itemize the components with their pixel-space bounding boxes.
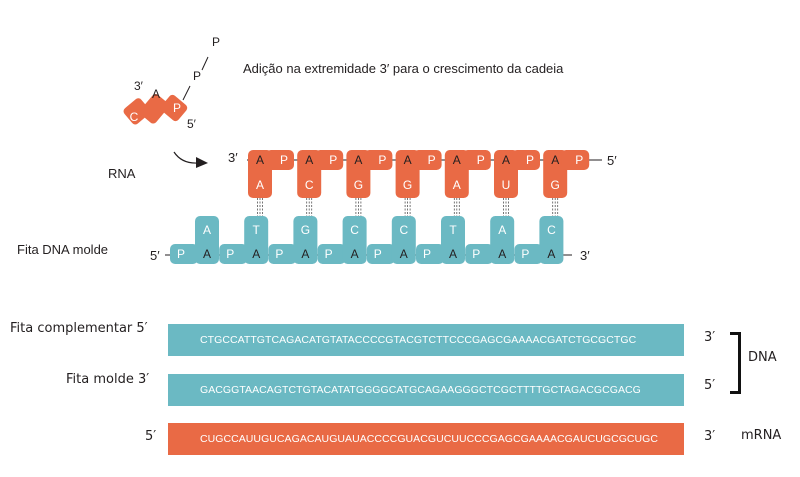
- rna-backbone-a: A: [305, 153, 313, 167]
- template-label: Fita DNA molde: [17, 242, 108, 257]
- template-backbone-p: P: [325, 247, 333, 261]
- rna-nucleotide: A P G: [543, 150, 590, 198]
- mrna-sequence: CUGCCAUUGUCAGACAUGUAUACCCCGUACGUCUUCCCGA…: [168, 423, 684, 455]
- rna-backbone-p: P: [428, 153, 436, 167]
- rna-end-5: 5′: [607, 153, 617, 168]
- template-end-5: 5′: [150, 248, 160, 263]
- template-backbone-p: P: [226, 247, 234, 261]
- rna-nucleotide: A P A: [248, 150, 294, 198]
- rna-backbone-p: P: [329, 153, 337, 167]
- free-p-2: P: [193, 69, 201, 83]
- template-backbone-p: P: [472, 247, 480, 261]
- template-backbone-p: P: [374, 247, 382, 261]
- dna-bracket: [730, 332, 741, 394]
- rna-nucleotide: A P C: [297, 150, 344, 198]
- free-end-3: 3′: [134, 79, 144, 93]
- template-base: T: [253, 223, 261, 237]
- template-backbone-p: P: [423, 247, 431, 261]
- rna-backbone-a: A: [354, 153, 362, 167]
- template-base: T: [449, 223, 457, 237]
- template-base: C: [350, 223, 359, 237]
- template-strand-end: 5′: [704, 378, 716, 393]
- template-backbone-p: P: [275, 247, 283, 261]
- template-base: C: [547, 223, 556, 237]
- rna-backbone-p: P: [378, 153, 386, 167]
- complementary-strand-sequence: CTGCCATTGTCAGACATGTATACCCCGTACGTCTTCCCGA…: [168, 324, 684, 356]
- rna-base: A: [256, 178, 264, 192]
- mrna-label: mRNA: [741, 428, 782, 443]
- template-nucleotide: P AC: [514, 216, 564, 264]
- rna-backbone-p: P: [526, 153, 534, 167]
- template-nucleotide: P AA: [465, 216, 515, 264]
- rna-nucleotide: A P G: [395, 150, 442, 198]
- rna-backbone-a: A: [551, 153, 559, 167]
- free-nucleotide: C A P P P 3′ 5′: [123, 35, 220, 131]
- template-backbone-a: A: [547, 247, 555, 261]
- template-nucleotide: P AC: [366, 216, 416, 264]
- rna-backbone-p: P: [477, 153, 485, 167]
- rna-base: G: [551, 178, 560, 192]
- template-backbone-a: A: [252, 247, 260, 261]
- rna-label: RNA: [108, 166, 136, 181]
- rna-base: A: [453, 178, 461, 192]
- template-backbone-a: A: [400, 247, 408, 261]
- template-nucleotide: P AT: [219, 216, 269, 264]
- template-backbone-a: A: [351, 247, 359, 261]
- rna-base: C: [305, 178, 314, 192]
- template-strand-label: Fita molde 3′: [66, 372, 150, 387]
- free-base-a: A: [152, 87, 160, 101]
- rna-end-3: 3′: [228, 150, 238, 165]
- rna-backbone-a: A: [502, 153, 510, 167]
- transcription-diagram: C A P P P 3′ 5′ Adição na extremidade 3′…: [17, 35, 617, 264]
- complementary-strand-label: Fita complementar 5′: [10, 321, 148, 336]
- mrna-start: 5′: [145, 429, 157, 444]
- template-nucleotide: P AC: [317, 216, 367, 264]
- hydrogen-bonds: [257, 198, 559, 218]
- template-backbone-a: A: [203, 247, 211, 261]
- arrow-icon: [173, 151, 208, 168]
- complementary-strand-end: 3′: [704, 330, 716, 345]
- rna-backbone-a: A: [453, 153, 461, 167]
- mrna-end: 3′: [704, 429, 716, 444]
- template-base: C: [399, 223, 408, 237]
- template-backbone-a: A: [301, 247, 309, 261]
- template-nucleotide: P AG: [268, 216, 318, 264]
- rna-backbone-a: A: [404, 153, 412, 167]
- template-base: A: [203, 223, 211, 237]
- template-backbone-a: A: [449, 247, 457, 261]
- rna-base: G: [403, 178, 412, 192]
- free-base-c: C: [130, 110, 139, 124]
- free-p-3: P: [212, 35, 220, 49]
- template-end-3: 3′: [580, 248, 590, 263]
- template-backbone-p: P: [521, 247, 529, 261]
- rna-nucleotide: A P A: [444, 150, 491, 198]
- rna-base: U: [502, 178, 511, 192]
- template-base: G: [301, 223, 310, 237]
- rna-backbone-p: P: [280, 153, 288, 167]
- caption: Adição na extremidade 3′ para o crescime…: [243, 61, 564, 76]
- free-p-1: P: [173, 101, 181, 115]
- rna-nucleotide: A P G: [346, 150, 393, 198]
- template-nucleotide: P AA: [170, 216, 219, 264]
- template-base: A: [498, 223, 506, 237]
- rna-base: G: [354, 178, 363, 192]
- rna-backbone-a: A: [256, 153, 264, 167]
- rna-backbone-p: P: [575, 153, 583, 167]
- template-nucleotide: P AT: [416, 216, 465, 264]
- template-backbone-p: P: [177, 247, 185, 261]
- template-strand-sequence: GACGGTAACAGTCTGTACATATGGGGCATGCAGAAGGGCT…: [168, 374, 684, 406]
- dna-label: DNA: [748, 350, 777, 365]
- rna-nucleotide: A P U: [494, 150, 540, 198]
- template-backbone-a: A: [498, 247, 506, 261]
- free-end-5: 5′: [187, 117, 197, 131]
